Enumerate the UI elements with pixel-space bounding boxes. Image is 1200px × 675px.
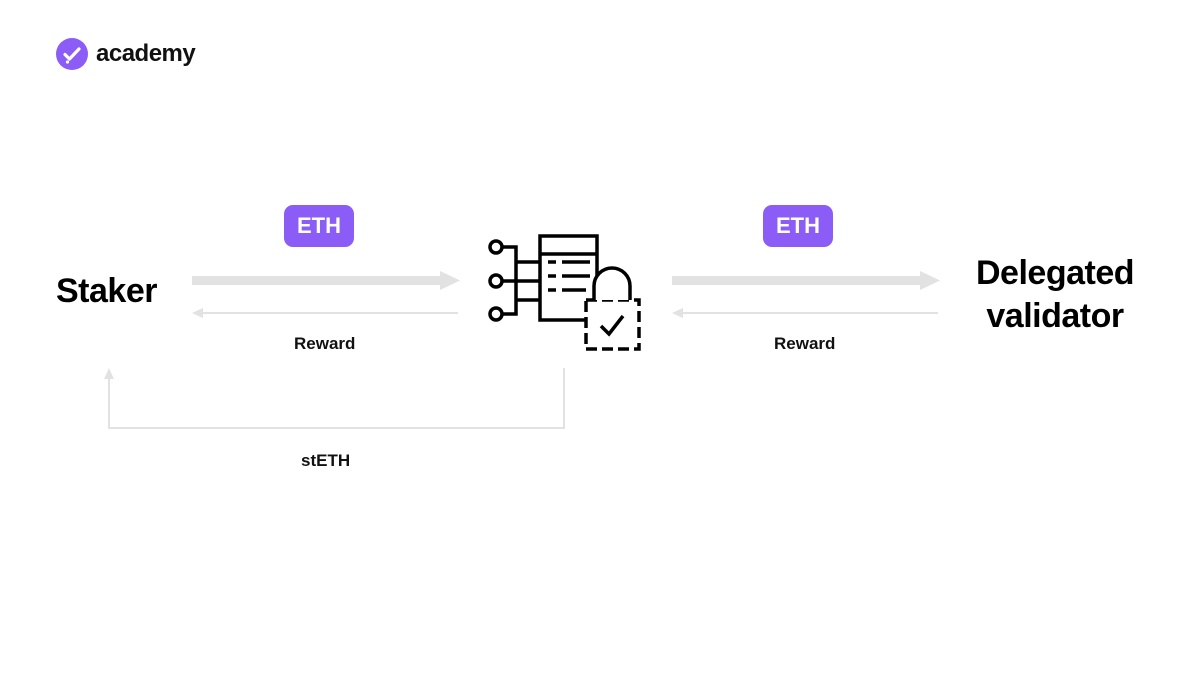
reward-label-validator: Reward [774,334,836,353]
arrow-staker-to-protocol [192,271,460,290]
check-circle-icon [56,38,88,70]
eth-badge-staker-flow: ETH [284,205,354,247]
academy-logo: academy [56,38,196,70]
staker-label: Staker [56,272,157,310]
arrow-steth-return [104,368,565,429]
smart-contract-lock-icon [488,234,641,351]
steth-label: stETH [301,451,351,470]
arrow-reward-to-protocol [672,308,938,318]
arrow-protocol-to-validator [672,271,940,290]
validator-label-line2: validator [986,297,1124,335]
delegated-validator-label: Delegated validator [930,252,1180,338]
brand-name: academy [96,40,196,67]
reward-label-staker: Reward [294,334,356,353]
eth-badge-validator-flow: ETH [763,205,833,247]
arrow-reward-to-staker [192,308,458,318]
validator-label-line1: Delegated [976,254,1135,292]
